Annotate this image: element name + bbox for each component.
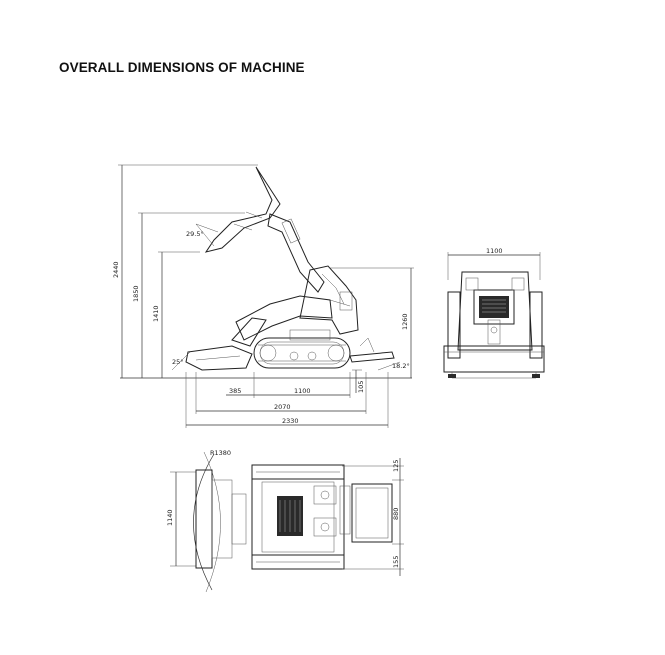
dim-ground-clear: 105	[357, 381, 365, 393]
side-view: 2440 1850 1410 1260 29.5° 25° 18.2° 105 …	[112, 164, 414, 428]
dim-height-total: 2440	[112, 261, 120, 278]
dim-front-width: 1100	[486, 247, 503, 255]
page-title: OVERALL DIMENSIONS OF MACHINE	[59, 60, 305, 75]
dim-track-top: 125	[392, 460, 400, 472]
dim-height-cab: 1260	[401, 313, 409, 330]
dim-bucket-width: 1140	[166, 509, 174, 526]
front-view: 1100	[443, 247, 545, 379]
top-view: R1380 1140 125 880 1	[166, 449, 404, 593]
dim-height-dump: 1410	[152, 305, 160, 322]
engine-cover-icon	[277, 496, 303, 536]
dim-angle-rollback: 29.5°	[186, 230, 204, 238]
dim-height-pin: 1850	[132, 285, 140, 302]
dim-len-total: 2330	[282, 417, 299, 425]
dim-gauge: 880	[392, 508, 400, 520]
dim-len-track: 1100	[294, 387, 311, 395]
dim-angle-departure: 18.2°	[392, 362, 410, 370]
dim-len-body: 2070	[274, 403, 291, 411]
dim-radius: R1380	[210, 449, 231, 457]
dim-angle-bucket: 25°	[172, 358, 184, 366]
dim-len-front: 385	[229, 387, 241, 395]
grille-icon	[479, 296, 509, 318]
dim-track-bottom: 155	[392, 556, 400, 568]
